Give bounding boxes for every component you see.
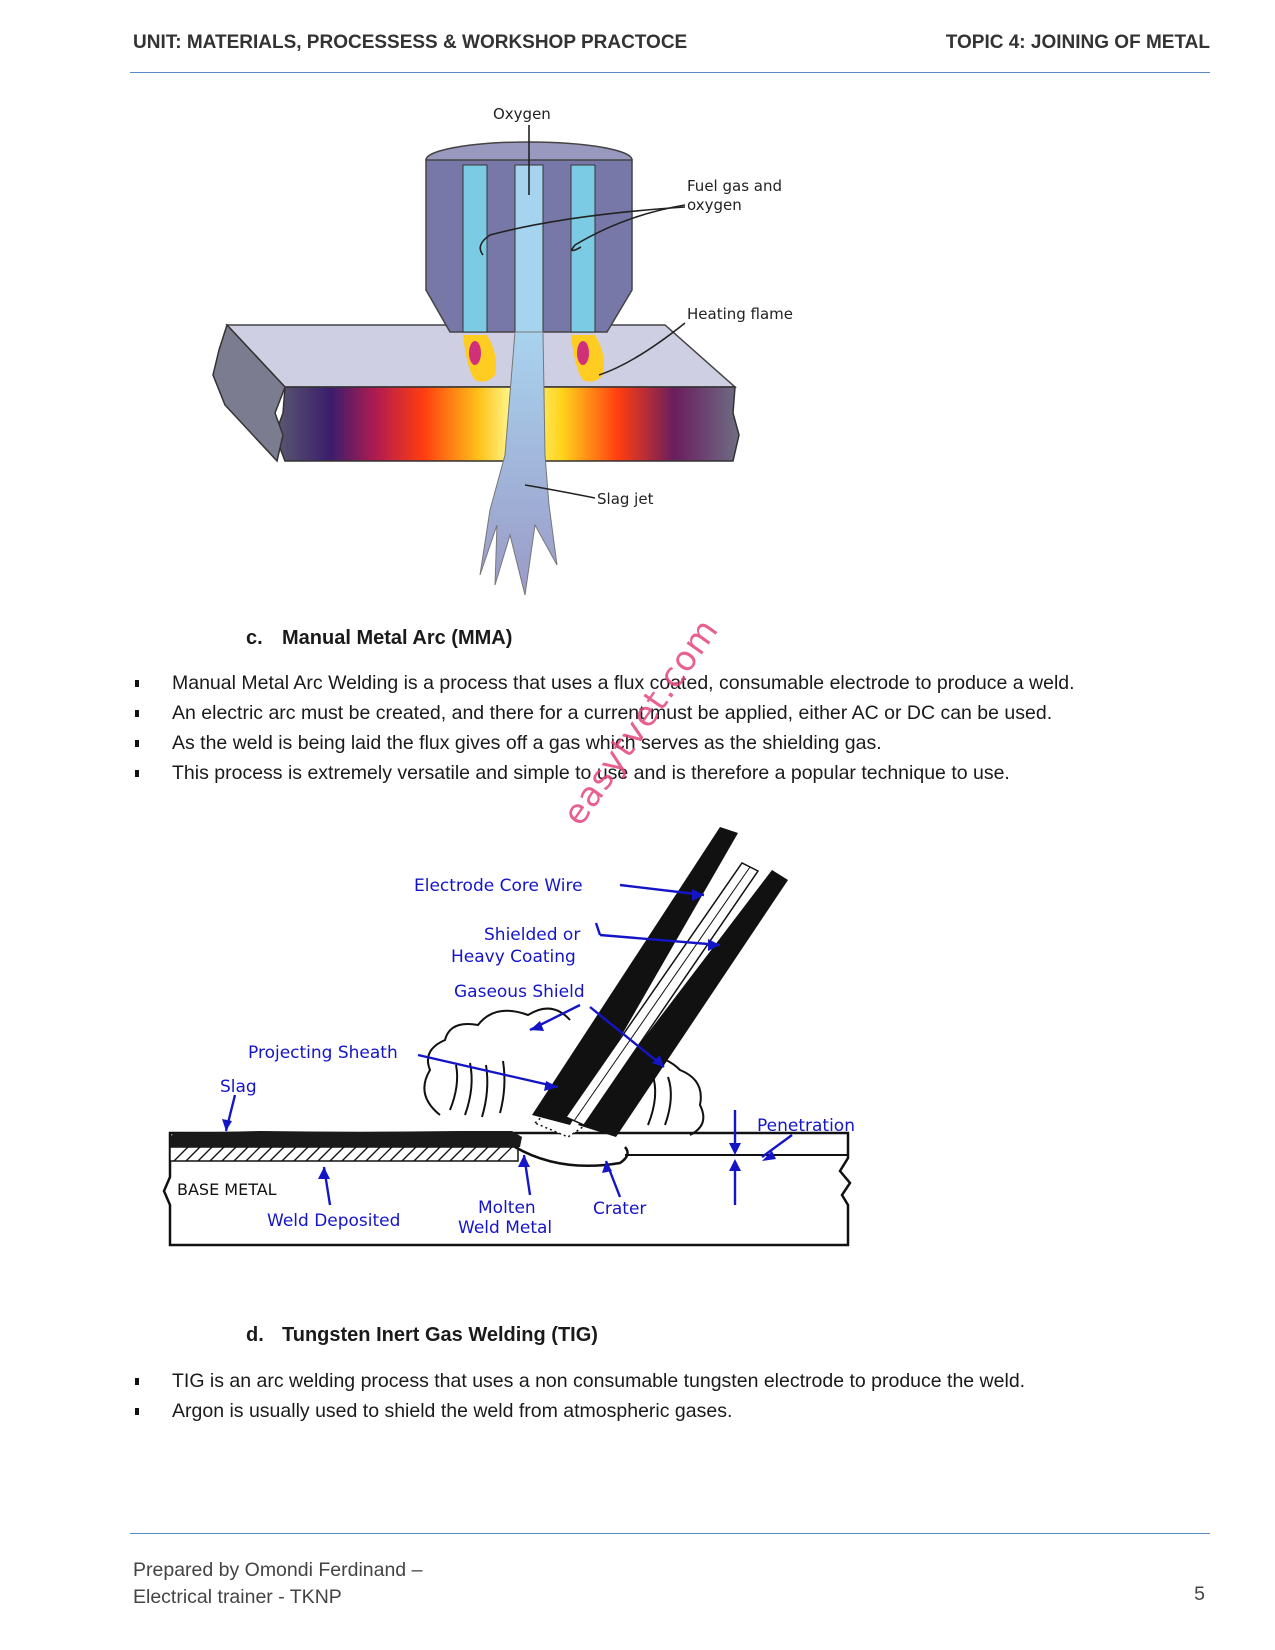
label-molten-2: Weld Metal xyxy=(458,1218,552,1238)
section-c-letter: c. xyxy=(246,627,263,649)
electrode xyxy=(532,827,788,1137)
plate-front xyxy=(274,386,740,462)
list-item: An electric arc must be created, and the… xyxy=(132,698,1075,728)
label-penetration: Penetration xyxy=(757,1116,855,1136)
mma-welding-figure: Electrode Core Wire Shielded or Heavy Co… xyxy=(160,825,890,1255)
crater-outline xyxy=(514,1145,629,1168)
label-weld-deposited: Weld Deposited xyxy=(267,1211,400,1231)
header-topic: TOPIC 4: JOINING OF METAL xyxy=(945,32,1210,53)
page-number: 5 xyxy=(1194,1583,1205,1605)
label-gaseous: Gaseous Shield xyxy=(454,982,585,1002)
oxyfuel-cutting-figure: Oxygen Fuel gas and oxygen Heating flame… xyxy=(205,95,825,605)
label-crater: Crater xyxy=(593,1199,646,1219)
label-shielded-2: Heavy Coating xyxy=(451,947,576,967)
slag-jet xyxy=(479,331,558,596)
footer-line-1: Prepared by Omondi Ferdinand – xyxy=(133,1559,423,1581)
footer-rule xyxy=(130,1533,1210,1534)
list-item: Manual Metal Arc Welding is a process th… xyxy=(132,668,1075,698)
header-unit: UNIT: MATERIALS, PROCESSESS & WORKSHOP P… xyxy=(133,32,688,53)
section-d-bullets: TIG is an arc welding process that uses … xyxy=(132,1366,1025,1426)
footer-author: Prepared by Omondi Ferdinand – Electrica… xyxy=(133,1557,422,1611)
label-core-wire: Electrode Core Wire xyxy=(414,876,583,896)
label-fuel-2: oxygen xyxy=(687,196,742,214)
label-sheath: Projecting Sheath xyxy=(248,1043,398,1063)
list-item: This process is extremely versatile and … xyxy=(132,758,1075,788)
label-heating-flame: Heating flame xyxy=(687,305,793,323)
section-c-bullets: Manual Metal Arc Welding is a process th… xyxy=(132,668,1075,788)
label-oxygen: Oxygen xyxy=(493,105,551,123)
slag-layer xyxy=(170,1131,522,1147)
list-item: Argon is usually used to shield the weld… xyxy=(132,1396,1025,1426)
label-fuel-1: Fuel gas and xyxy=(687,177,782,195)
list-item: TIG is an arc welding process that uses … xyxy=(132,1366,1025,1396)
label-shielded-1: Shielded or xyxy=(484,925,580,945)
section-d-heading: d. Tungsten Inert Gas Welding (TIG) xyxy=(246,1324,598,1347)
section-d-letter: d. xyxy=(246,1324,264,1346)
section-c-title: Manual Metal Arc (MMA) xyxy=(282,627,513,649)
label-molten-1: Molten xyxy=(478,1198,536,1218)
header-rule xyxy=(130,72,1210,73)
label-base-metal: BASE METAL xyxy=(177,1180,277,1199)
label-slag-jet: Slag jet xyxy=(597,490,654,508)
section-d-title: Tungsten Inert Gas Welding (TIG) xyxy=(282,1324,598,1346)
plate-left xyxy=(212,323,286,463)
footer-line-2: Electrical trainer - TKNP xyxy=(133,1586,342,1608)
label-slag: Slag xyxy=(220,1077,257,1097)
list-item: As the weld is being laid the flux gives… xyxy=(132,728,1075,758)
section-c-heading: c. Manual Metal Arc (MMA) xyxy=(246,627,512,650)
